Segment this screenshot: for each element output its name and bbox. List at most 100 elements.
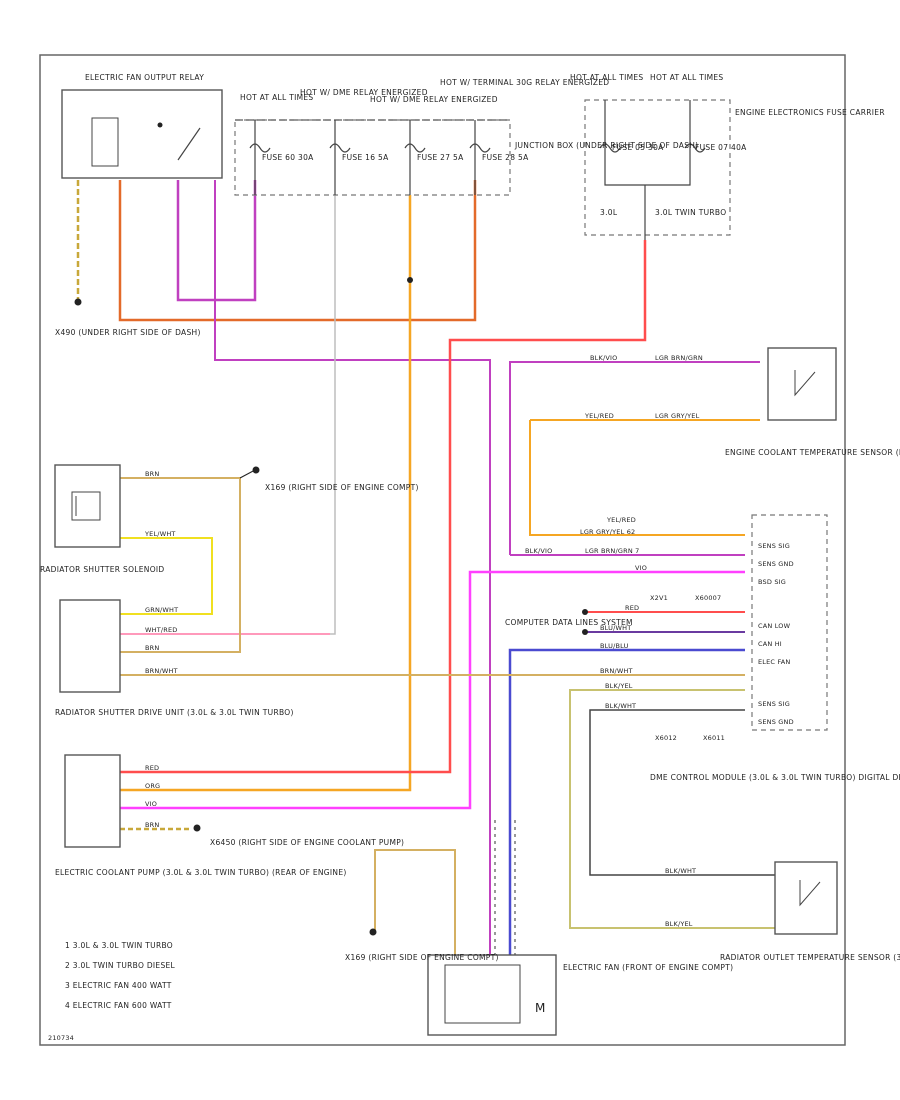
wl-blkvio2: BLK/VIO: [525, 547, 552, 555]
wl-vio2: VIO: [145, 800, 157, 808]
ground-x490: [74, 298, 82, 306]
engine-fuse-label: ENGINE ELECTRONICS FUSE CARRIER: [735, 108, 885, 117]
wl-blkvio: BLK/VIO: [590, 354, 617, 362]
fan-relay-label: ELECTRIC FAN OUTPUT RELAY: [85, 73, 204, 82]
x6450-label: X6450 (RIGHT SIDE OF ENGINE COOLANT PUMP…: [210, 838, 404, 847]
x169b-label: X169 (RIGHT SIDE OF ENGINE COMPT): [345, 953, 499, 962]
electric-fan-outer: [427, 954, 557, 1036]
pin-bsd-sig: BSD SIG: [758, 578, 786, 586]
hot-label-4: HOT W/ TERMINAL 30G RELAY ENERGIZED: [440, 78, 609, 87]
junction-box-label: JUNCTION BOX (UNDER RIGHT SIDE OF DASH): [514, 141, 698, 150]
wire-orange-relay: [118, 180, 477, 322]
wire-blue: [508, 648, 745, 955]
wl-blkwht: BLK/WHT: [605, 702, 636, 710]
x490-label: X490 (UNDER RIGHT SIDE OF DASH): [55, 328, 201, 337]
wl-brnwht: BRN/WHT: [600, 667, 633, 675]
wl-blkyel: BLK/YEL: [605, 682, 633, 690]
wire-yellow: [120, 537, 213, 615]
wl-whtred: WHT/RED: [145, 626, 178, 634]
wl-grnyel: LGR GRY/YEL: [655, 412, 700, 420]
hot-label-3: HOT W/ DME RELAY ENERGIZED: [370, 95, 498, 104]
wire-olive-2: [589, 709, 775, 876]
solenoid-coil: [71, 491, 101, 521]
fuse-label-1: FUSE 60 30A: [262, 153, 314, 162]
wl-brngrn: LGR BRN/GRN: [655, 354, 703, 362]
coolant-pump-label: ELECTRIC COOLANT PUMP (3.0L & 3.0L TWIN …: [55, 868, 347, 877]
wire-olive-1: [569, 689, 775, 929]
wire-fan-dotted: [494, 820, 516, 955]
dme-module: [751, 514, 828, 731]
shutter-solenoid-box: [54, 464, 121, 548]
wl-blkwht2: BLK/WHT: [665, 867, 696, 875]
engine-fuse-box: [584, 99, 731, 236]
pin-sens-gnd: SENS GND: [758, 560, 794, 568]
conn-label-1: X2V1: [650, 594, 668, 602]
wl-yelwht: YEL/WHT: [144, 530, 176, 538]
legend-item-2: 2 3.0L TWIN TURBO DIESEL: [65, 961, 176, 970]
wl-org2: ORG: [145, 782, 160, 790]
shutter-drive-box: [59, 599, 121, 693]
wire-brn-x169: [120, 477, 241, 653]
fuse-label-4: FUSE 28 5A: [482, 153, 529, 162]
shutter-drive-label: RADIATOR SHUTTER DRIVE UNIT (3.0L & 3.0L…: [55, 708, 294, 717]
wl-red: RED: [625, 604, 639, 612]
pin-sens-sig: SENS SIG: [758, 542, 790, 550]
wire-brn-x169-b: [239, 469, 256, 479]
hot-label-2: HOT W/ DME RELAY ENERGIZED: [300, 88, 428, 97]
wl-bluwht: BLU/WHT: [600, 624, 631, 632]
engine-fuse-symbols: [599, 100, 706, 240]
wire-orange-fuse3: [120, 195, 412, 792]
can-high-dot: [582, 629, 588, 635]
legend-item-3: 3 ELECTRIC FAN 400 WATT: [65, 981, 172, 990]
ect-thermistor: [794, 370, 816, 397]
relay-coil: [91, 117, 119, 167]
rad-outlet-label: RADIATOR OUTLET TEMPERATURE SENSOR (3.0L…: [720, 953, 900, 962]
conn-label-4: X6011: [703, 734, 725, 742]
wire-red: [120, 240, 647, 774]
x169-label: X169 (RIGHT SIDE OF ENGINE COMPT): [265, 483, 419, 492]
wl-yelred2: YEL/RED: [606, 516, 636, 524]
shutter-sol-label: RADIATOR SHUTTER SOLENOID: [40, 565, 165, 574]
wire-magenta: [120, 570, 745, 810]
wire-violet-ect: [509, 361, 760, 555]
pin-elec-fan: ELEC FAN: [758, 658, 791, 666]
wire-violet-relay: [176, 180, 257, 302]
ground-x6450: [193, 824, 201, 832]
electric-fan-inner: [444, 964, 521, 1024]
ect-sensor-box: [767, 347, 837, 421]
legend-item-1: 1 3.0L & 3.0L TWIN TURBO: [65, 941, 173, 950]
wl-blublu: BLU/BLU: [600, 642, 629, 650]
fuse-30lt-label: 3.0L TWIN TURBO: [655, 208, 726, 217]
conn-label-3: X6012: [655, 734, 677, 742]
splice-fuse3: [407, 277, 413, 283]
can-low-dot: [582, 609, 588, 615]
fuse-30l-label: 3.0L: [600, 208, 618, 217]
dme-label: DME CONTROL MODULE (3.0L & 3.0L TWIN TUR…: [650, 773, 900, 782]
wl-brn2: BRN: [145, 644, 159, 652]
wl-yelred: YEL/RED: [584, 412, 614, 420]
wl-vio: VIO: [635, 564, 647, 572]
wl-brn3: BRN: [145, 821, 159, 829]
wl-grnyel2: LGR GRY/YEL 62: [580, 528, 635, 536]
rad-outlet-box: [774, 861, 838, 935]
hot-label-5: HOT AT ALL TIMES: [570, 73, 643, 82]
conn-label-2: X60007: [695, 594, 721, 602]
relay-switch: [177, 127, 201, 161]
fan-relay-box: [61, 89, 223, 179]
fuse-label-5: FUSE 05 30A: [612, 143, 664, 152]
fan-motor-symbol: M: [535, 1001, 545, 1015]
pin-can-high: CAN HI: [758, 640, 782, 648]
pin-sens-sig-2: SENS SIG: [758, 700, 790, 708]
hot-label-1: HOT AT ALL TIMES: [240, 93, 313, 102]
wl-grnwht: GRN/WHT: [145, 606, 178, 614]
wl-blkyel2: BLK/YEL: [665, 920, 693, 928]
data-lines-label: COMPUTER DATA LINES SYSTEM: [505, 618, 633, 627]
ground-x169: [252, 466, 260, 474]
relay-contact: [157, 122, 163, 128]
fuse-label-6: FUSE 07 40A: [695, 143, 747, 152]
wire-fan-ground: [374, 849, 456, 955]
wire-orange-ect: [529, 419, 760, 536]
fan-label: ELECTRIC FAN (FRONT OF ENGINE COMPT): [563, 963, 733, 972]
fuse-label-2: FUSE 16 5A: [342, 153, 389, 162]
